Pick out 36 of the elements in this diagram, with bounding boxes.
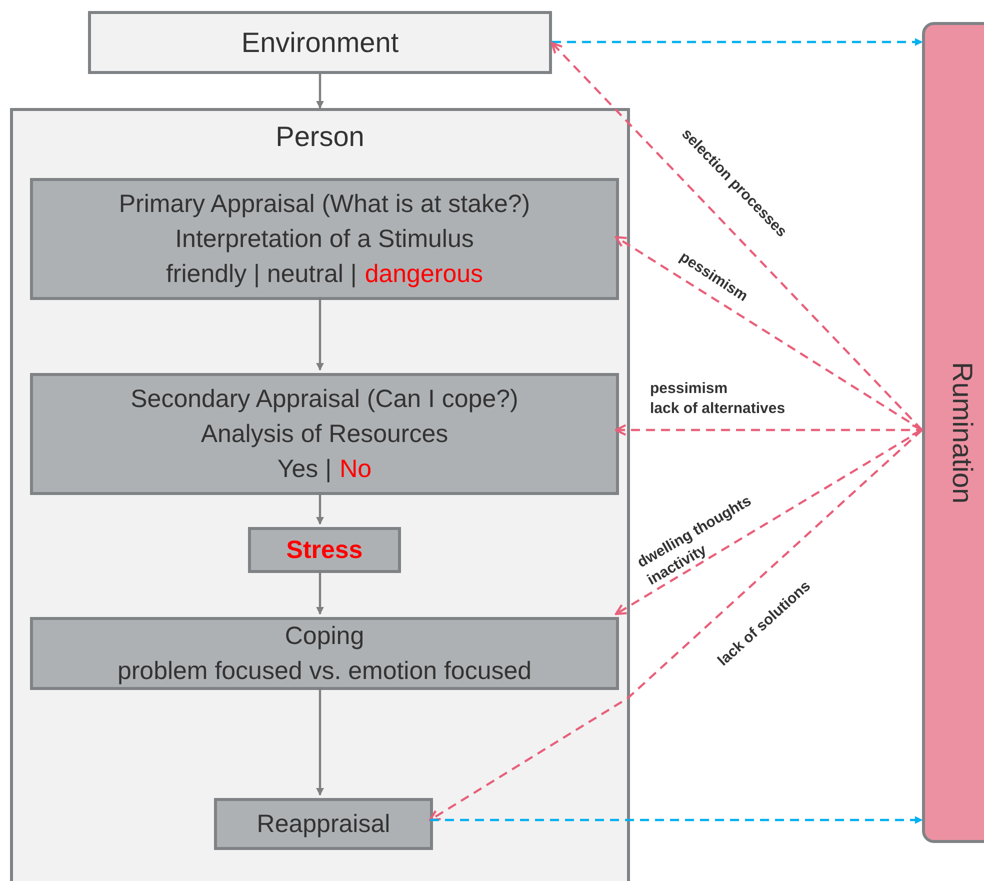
edge-label: pessimism lack of alternatives	[650, 379, 786, 419]
box-text: problem focused vs. emotion focused	[117, 656, 532, 686]
box-text: Reappraisal	[256, 808, 390, 840]
environment-box	[88, 11, 552, 74]
box-text: Coping	[284, 620, 364, 652]
box-text: Analysis of Resources	[200, 418, 448, 450]
arrow	[316, 687, 324, 796]
arrow	[316, 492, 324, 525]
box-text: Primary Appraisal (What is at stake?)	[118, 188, 530, 220]
box-text: Secondary Appraisal (Can I cope?)	[130, 384, 518, 414]
dashed-arrow	[614, 236, 923, 431]
box-text: Stress	[286, 534, 363, 566]
process-box	[30, 373, 619, 495]
dashed-arrow	[614, 429, 923, 616]
dashed-arrow	[550, 42, 923, 431]
box-text: friendly | neutral |	[166, 258, 357, 290]
arrow	[316, 74, 324, 109]
dashed-arrow	[430, 816, 923, 824]
box-text: Interpretation of a Stimulus	[175, 224, 474, 254]
arrow	[316, 570, 324, 615]
title-label: Environment	[241, 26, 399, 60]
arrow	[316, 297, 324, 371]
box-text: Yes |	[277, 454, 332, 484]
person-container	[10, 108, 630, 881]
rumination-bar	[922, 22, 984, 843]
process-box	[214, 798, 433, 850]
stress-box	[248, 527, 401, 573]
dashed-arrow	[428, 429, 923, 822]
title-label: Person	[276, 120, 364, 154]
box-text: dangerous	[364, 258, 483, 290]
box-text: No	[340, 454, 372, 484]
process-box	[30, 617, 619, 690]
process-box	[30, 178, 619, 300]
dashed-arrow	[614, 424, 924, 436]
box-text: Rumination	[946, 362, 979, 504]
dashed-arrow	[552, 38, 923, 46]
